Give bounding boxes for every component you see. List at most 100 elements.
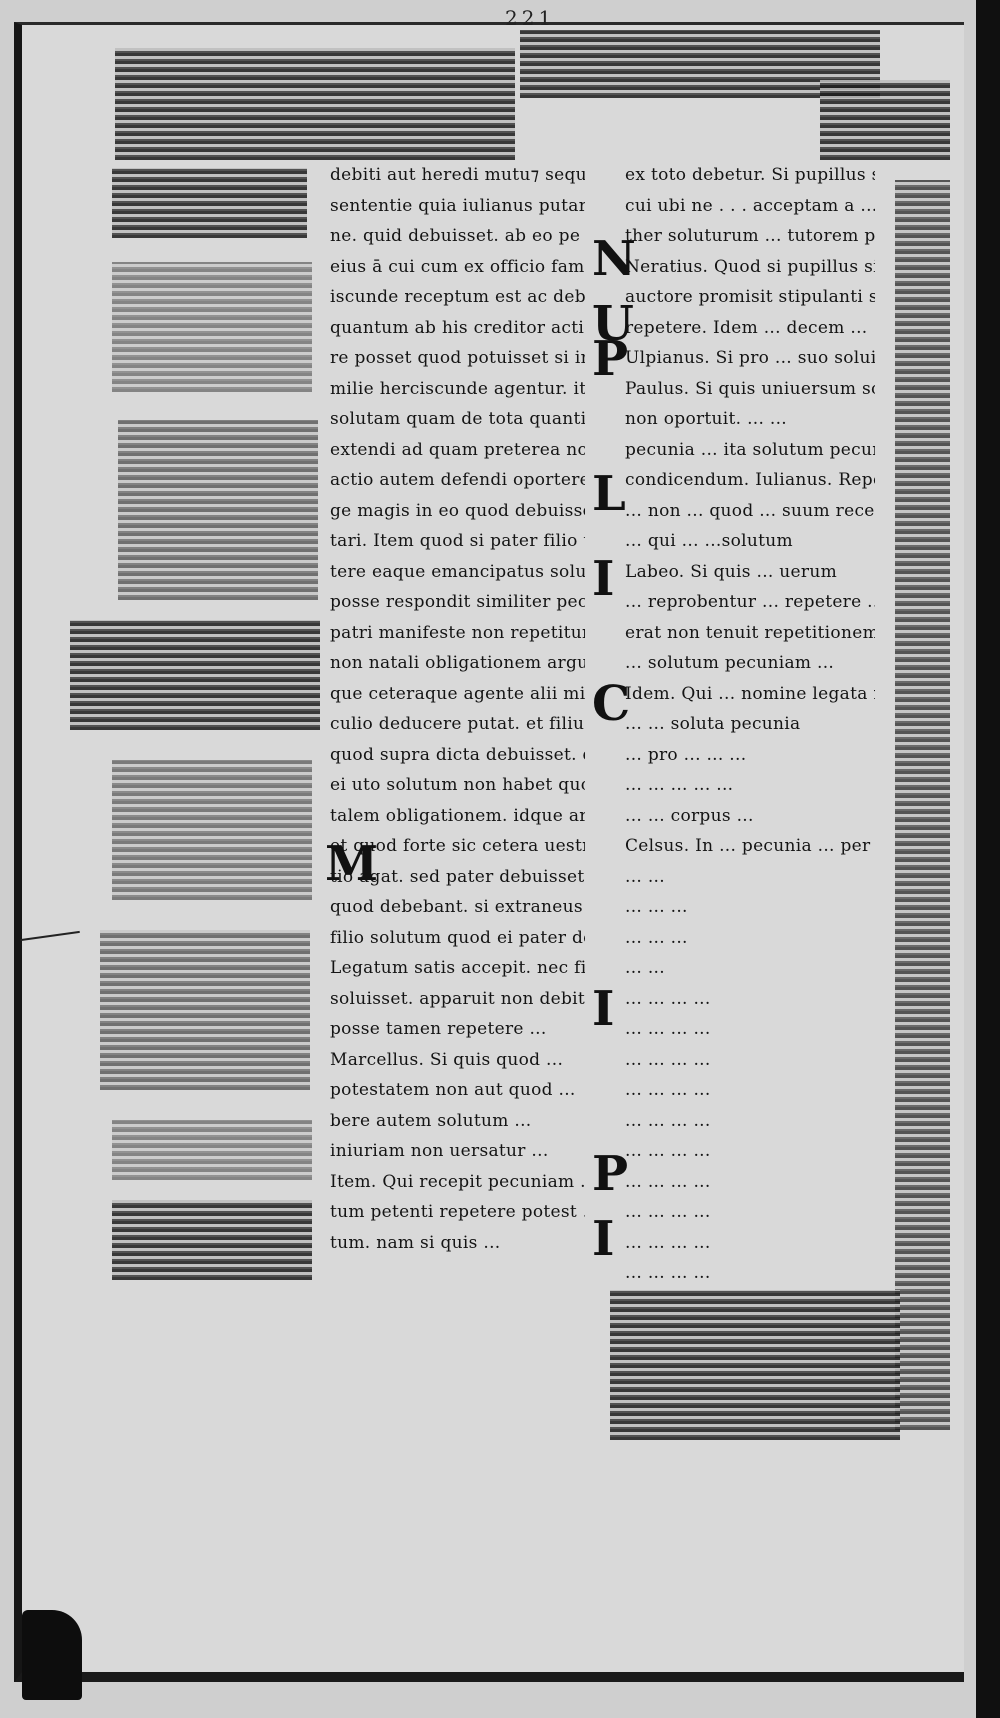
text-line: ... ... ... ...	[625, 1232, 711, 1253]
text-line: ... pro ... ... ...	[625, 744, 747, 765]
text-line: quantum ab his creditor actione repete	[330, 317, 585, 338]
text-line: extendi ad quam preterea non petere	[330, 439, 585, 460]
text-line: bere autem solutum ...	[330, 1110, 532, 1131]
text-line: posse respondit similiter peculio ap	[330, 592, 585, 612]
text-line: erat non tenuit repetitionem non ...	[625, 622, 875, 643]
text-line: cum quo agitur solutum ...	[330, 1258, 585, 1260]
text-line: iniuriam non uersatur ...	[330, 1141, 549, 1161]
text-line: ... ... ... ...	[625, 988, 711, 1009]
decorated-initial: I	[592, 981, 615, 1037]
text-line: ... non ... quod ... suum recepit ...	[625, 500, 875, 521]
decorated-initial: P	[592, 331, 629, 387]
text-line: quod supra dicta debuisset. quod et minu…	[330, 744, 585, 765]
text-line: cui ubi ne . . . acceptam a ... tuto	[625, 195, 875, 216]
text-line: iscunde receptum est ac debitis fuisse	[330, 287, 585, 307]
decorated-initial: U	[592, 296, 634, 352]
text-line: ... ... ... ...	[625, 1141, 711, 1161]
text-line: ... ... ...	[625, 897, 688, 917]
text-line: ... qui ... ...solutum	[625, 531, 793, 551]
text-line: ... ... ... ...	[625, 1110, 711, 1131]
text-line: ... ... corpus ...	[625, 805, 754, 826]
decorated-initial: I	[592, 1211, 615, 1267]
decorated-initial: M	[325, 836, 379, 892]
text-line: Paulus. Si quis uniuersum solui sed	[625, 378, 875, 399]
main-text-left-column: debiti aut heredi mutu⁊ sequitur sententi…	[330, 160, 585, 1260]
text-line: sententie quia iulianus putare fecit	[330, 195, 585, 216]
text-line: que ceteraque agente alii minimum depe	[330, 683, 585, 704]
text-line: Celsus. In ... pecunia ... per	[625, 836, 871, 856]
text-line: non oportuit. ... ...	[625, 409, 787, 429]
text-line: auctore promisit stipulanti solutum	[625, 287, 875, 307]
text-line: debiti aut heredi mutu⁊ sequitur	[330, 165, 585, 185]
text-line: patri manifeste non repetitur. nam in	[330, 622, 585, 643]
gloss-block-bottom-right	[610, 1290, 900, 1440]
gloss-block-top-left	[115, 48, 515, 160]
text-line: tari. Item quod si pater filio tepe	[330, 531, 585, 551]
gloss-block-right-edge	[895, 180, 950, 1430]
text-line: non natali obligationem argumento	[330, 653, 585, 673]
decorated-initial: L	[592, 466, 626, 522]
decorated-initial: C	[592, 676, 631, 732]
gloss-block-left-4	[70, 620, 320, 730]
text-line: ... ...	[625, 958, 665, 978]
text-line: ... ...	[625, 866, 665, 887]
text-line: soluisset. apparuit non debitum fuisse l…	[330, 988, 585, 1009]
text-line: ... ... ... ...	[625, 1049, 711, 1070]
text-line: ... ... ... ... ...	[625, 775, 734, 795]
text-line: condicendum. Iulianus. Repetetur	[625, 470, 875, 490]
text-line: et quod forte sic cetera uestra uis repe…	[330, 836, 585, 856]
text-line: milie herciscunde agentur. ita pecuniam	[330, 378, 585, 399]
gloss-block-left-1	[112, 168, 307, 238]
text-line: repetere. Idem ... decem ...	[625, 317, 868, 338]
gloss-block-left-8	[112, 1200, 312, 1280]
text-line: re posset quod potuisset si integra fa	[330, 348, 585, 368]
text-line: ... ... ...	[625, 927, 688, 948]
text-line: ... ... ... ...	[625, 1019, 711, 1039]
text-line: Item. Qui recepit pecuniam ...	[330, 1171, 585, 1192]
text-line: ... ... ... ...	[625, 1263, 711, 1283]
text-line: ne. quid debuisset. ab eo pe mortem	[330, 226, 585, 246]
text-line: Ulpianus. Si pro ... suo soluit repetitu…	[625, 348, 875, 368]
gloss-block-left-3	[118, 420, 318, 600]
text-line: ... ... ... ...	[625, 1080, 711, 1100]
text-line: tum. nam si quis ...	[330, 1232, 501, 1253]
text-line: potestatem non aut quod ...	[330, 1080, 576, 1100]
text-line: tere eaque emancipatus solutum iri	[330, 561, 585, 582]
decorated-initial: P	[592, 1146, 629, 1202]
text-line: ... reprobentur ... repetere ...	[625, 592, 875, 612]
text-line: tum petenti repetere potest ...	[330, 1202, 585, 1222]
text-line: ... ... ... ...	[625, 1171, 711, 1192]
text-line: talem obligationem. idque argumento	[330, 805, 585, 826]
text-line: filio solutum quod ei pater debuisset.	[330, 927, 585, 948]
binding-spine	[976, 0, 1000, 1718]
folio-number: 221	[505, 6, 556, 30]
decorated-initial: I	[592, 551, 615, 607]
corner-stain	[22, 1610, 82, 1700]
text-line: ei uto solutum non habet quod et	[330, 775, 585, 795]
gloss-block-left-2	[112, 262, 312, 392]
text-line: culio deducere putat. et filius cui aute…	[330, 714, 585, 734]
text-line: posse tamen repetere ...	[330, 1019, 547, 1039]
text-line: ... solutum pecuniam ...	[625, 653, 835, 673]
text-line: ge magis in eo quod debuisset interpre	[330, 500, 585, 521]
text-line: Legatum satis accepit. nec fideiussor mi…	[330, 958, 585, 978]
text-line: ther soluturum ... tutorem pot.	[625, 226, 875, 246]
text-line: ... ... ... ...	[625, 1202, 711, 1222]
text-line: Idem. Qui ... nomine legata non tibi	[625, 683, 875, 704]
text-line: Labeo. Si quis ... uerum	[625, 561, 838, 582]
gloss-block-top-far-right	[820, 80, 950, 160]
text-line: ... ... ... ...	[625, 1289, 875, 1301]
gloss-block-left-6	[100, 930, 310, 1090]
gloss-block-left-7	[112, 1120, 312, 1180]
text-line: ... ... soluta pecunia	[625, 714, 801, 734]
text-line: Marcellus. Si quis quod ...	[330, 1049, 564, 1070]
text-line: pecunia ... ita solutum pecunia repetere	[625, 439, 875, 460]
gloss-block-left-5	[112, 760, 312, 900]
text-line: solutam quam de tota quantitate	[330, 409, 585, 429]
decorated-initial: N	[592, 231, 636, 287]
text-line: tio agat. sed pater debuisset copiatur	[330, 866, 585, 887]
